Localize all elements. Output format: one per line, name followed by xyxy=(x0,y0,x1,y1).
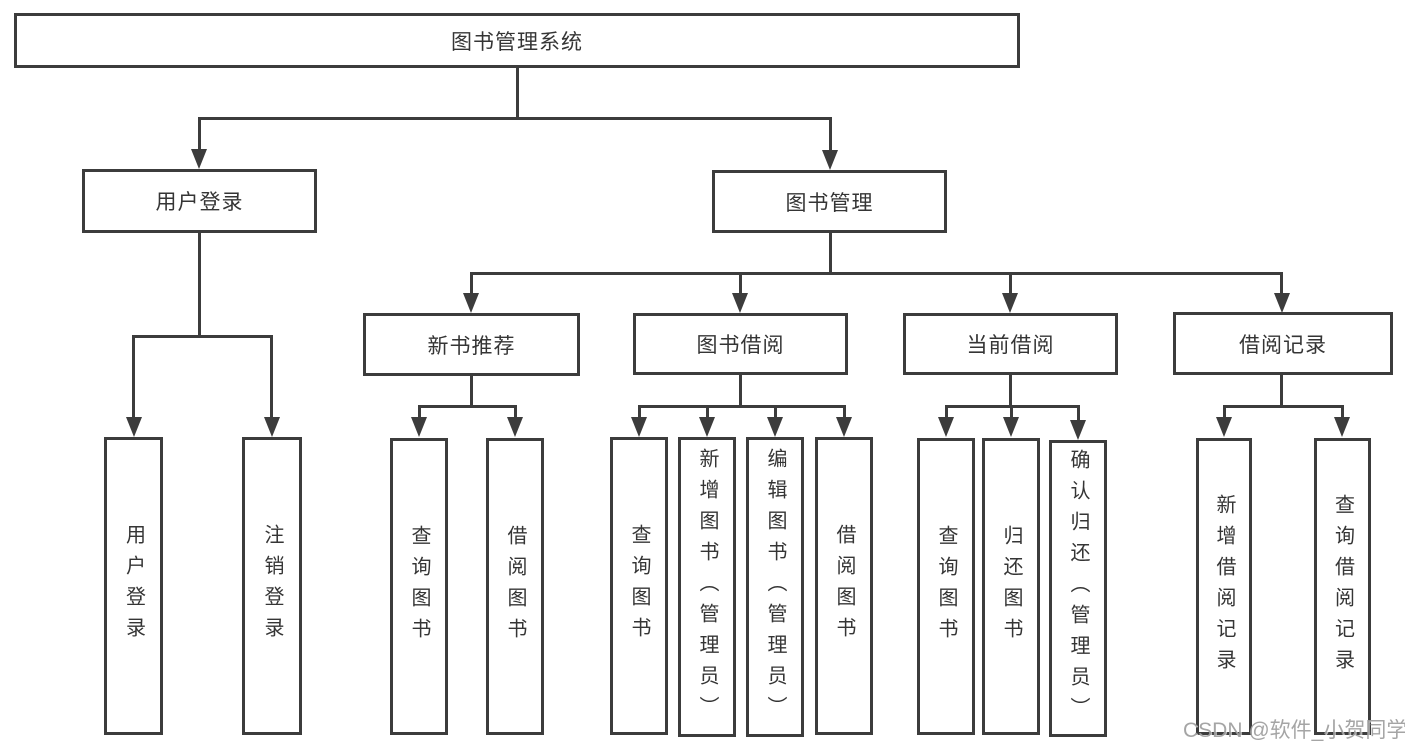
leaf-borrow-books: 借阅图书 xyxy=(486,438,544,735)
connector-line xyxy=(470,272,1283,275)
arrowhead-icon xyxy=(767,417,783,437)
node-label: 图书借阅 xyxy=(696,334,785,357)
arrowhead-icon xyxy=(1070,420,1086,440)
connector-line xyxy=(514,405,517,420)
node-borrow-records: 借阅记录 xyxy=(1173,312,1393,375)
node-label: 归还图书 xyxy=(1000,524,1022,649)
node-new-book-recommend: 新书推荐 xyxy=(363,313,580,376)
arrowhead-icon xyxy=(126,417,142,437)
node-label: 借阅记录 xyxy=(1239,333,1327,357)
connector-line xyxy=(270,335,273,420)
connector-line xyxy=(945,405,948,420)
connector-line xyxy=(198,117,201,151)
leaf-query-borrow-record: 查询借阅记录 xyxy=(1314,438,1371,735)
arrowhead-icon xyxy=(631,417,647,437)
node-label: 用户登录 xyxy=(155,191,244,214)
node-label: 查询图书 xyxy=(408,524,430,649)
arrowhead-icon xyxy=(822,150,838,170)
leaf-query-books: 查询图书 xyxy=(610,437,668,735)
node-label: 当前借阅 xyxy=(966,334,1055,357)
connector-line xyxy=(1223,405,1226,420)
leaf-query-books: 查询图书 xyxy=(390,438,448,735)
connector-line xyxy=(132,335,135,420)
leaf-edit-books-admin: 编辑图书（管理员） xyxy=(746,437,804,737)
node-label: 借阅图书 xyxy=(833,524,855,648)
node-label: 图书管理 xyxy=(785,191,874,215)
connector-line xyxy=(774,405,777,420)
leaf-borrow-books: 借阅图书 xyxy=(815,437,873,735)
node-label: 新增图书（管理员） xyxy=(696,447,718,727)
arrowhead-icon xyxy=(463,293,479,313)
arrowhead-icon xyxy=(836,417,852,437)
connector-line xyxy=(1009,375,1012,408)
connector-line xyxy=(638,405,846,408)
connector-line xyxy=(132,335,273,338)
leaf-return-books: 归还图书 xyxy=(982,438,1040,735)
arrowhead-icon xyxy=(411,417,427,437)
connector-line xyxy=(829,117,832,152)
node-label: 图书管理系统 xyxy=(451,30,583,54)
arrowhead-icon xyxy=(938,417,954,437)
node-label: 新书推荐 xyxy=(427,334,516,358)
connector-line xyxy=(470,376,473,408)
node-label: 用户登录 xyxy=(122,524,145,648)
connector-line xyxy=(1077,405,1080,420)
arrowhead-icon xyxy=(1002,293,1018,313)
connector-line xyxy=(829,233,832,274)
leaf-confirm-return-admin: 确认归还（管理员） xyxy=(1049,440,1107,737)
node-label: 查询借阅记录 xyxy=(1331,493,1354,680)
node-label: 借阅图书 xyxy=(504,524,526,649)
connector-line xyxy=(470,272,473,296)
node-current-borrow: 当前借阅 xyxy=(903,313,1118,375)
leaf-add-borrow-record: 新增借阅记录 xyxy=(1196,438,1252,735)
leaf-query-books: 查询图书 xyxy=(917,438,975,735)
arrowhead-icon xyxy=(732,293,748,313)
connector-line xyxy=(843,405,846,420)
node-label: 注销登录 xyxy=(261,524,283,648)
node-label: 确认归还（管理员） xyxy=(1067,449,1089,728)
node-label: 新增借阅记录 xyxy=(1213,493,1235,680)
node-user-login: 用户登录 xyxy=(82,169,317,233)
node-book-borrow: 图书借阅 xyxy=(633,313,848,375)
leaf-add-books-admin: 新增图书（管理员） xyxy=(678,437,736,737)
watermark: CSDN @软件_小贺同学 xyxy=(1183,719,1405,742)
connector-line xyxy=(198,233,201,335)
arrowhead-icon xyxy=(191,149,207,169)
connector-line xyxy=(418,405,517,408)
connector-line xyxy=(1009,272,1012,296)
arrowhead-icon xyxy=(264,417,280,437)
connector-line xyxy=(516,68,519,119)
connector-line xyxy=(418,405,421,420)
connector-line xyxy=(638,405,641,420)
connector-line xyxy=(1223,405,1344,408)
arrowhead-icon xyxy=(1216,417,1232,437)
arrowhead-icon xyxy=(699,417,715,437)
connector-line xyxy=(1280,375,1283,408)
connector-line xyxy=(739,272,742,296)
arrowhead-icon xyxy=(1003,417,1019,437)
node-root: 图书管理系统 xyxy=(14,13,1020,68)
connector-line xyxy=(739,375,742,408)
arrowhead-icon xyxy=(507,417,523,437)
node-label: 编辑图书（管理员） xyxy=(764,447,786,727)
node-book-management: 图书管理 xyxy=(712,170,947,233)
leaf-logout: 注销登录 xyxy=(242,437,302,735)
connector-line xyxy=(1010,405,1013,420)
node-label: 查询图书 xyxy=(935,524,957,649)
node-label: 查询图书 xyxy=(628,524,650,648)
connector-line xyxy=(198,117,832,120)
connector-line xyxy=(1280,272,1283,296)
arrowhead-icon xyxy=(1334,417,1350,437)
connector-line xyxy=(706,405,709,420)
arrowhead-icon xyxy=(1274,293,1290,313)
leaf-user-login: 用户登录 xyxy=(104,437,163,735)
connector-line xyxy=(1341,405,1344,420)
